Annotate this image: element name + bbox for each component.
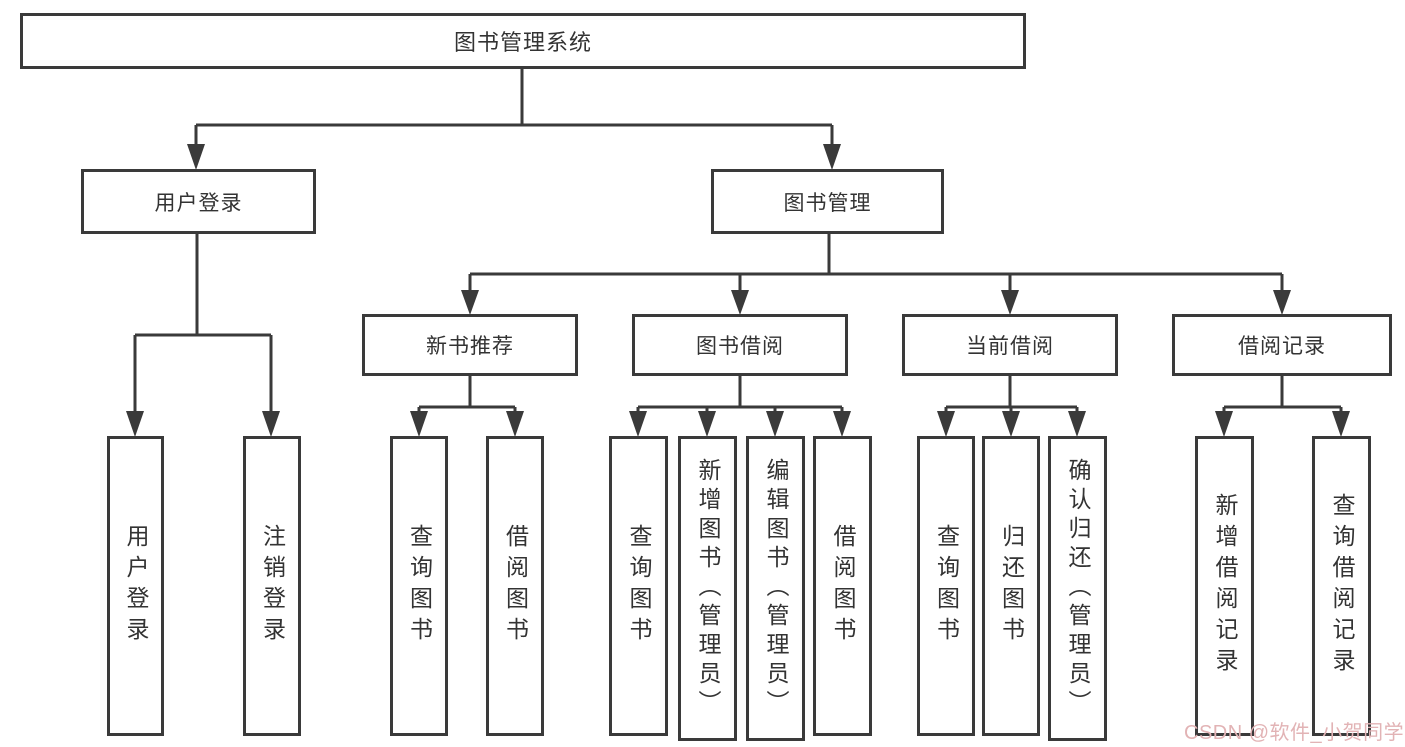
leaf-logout: 注销登录 <box>243 436 301 736</box>
node-root-library-system: 图书管理系统 <box>20 13 1026 69</box>
leaf-borrow-books: 借阅图书 <box>813 436 872 736</box>
leaf-query-borrow-record: 查询借阅记录 <box>1312 436 1371 736</box>
leaf-borrow-books: 借阅图书 <box>486 436 544 736</box>
node-book-management: 图书管理 <box>711 169 944 234</box>
leaf-confirm-return-admin: 确认归还（管理员） <box>1048 436 1107 741</box>
leaf-add-books-admin: 新增图书（管理员） <box>678 436 737 741</box>
node-user-login: 用户登录 <box>81 169 316 234</box>
leaf-query-books: 查询图书 <box>917 436 975 736</box>
leaf-user-login: 用户登录 <box>107 436 164 736</box>
node-new-book-recommend: 新书推荐 <box>362 314 578 376</box>
leaf-add-borrow-record: 新增借阅记录 <box>1195 436 1254 736</box>
leaf-edit-books-admin: 编辑图书（管理员） <box>746 436 805 741</box>
node-current-borrowing: 当前借阅 <box>902 314 1118 376</box>
node-book-borrowing: 图书借阅 <box>632 314 848 376</box>
leaf-query-books: 查询图书 <box>609 436 668 736</box>
leaf-return-books: 归还图书 <box>982 436 1040 736</box>
arrowhead-icons <box>126 144 1350 437</box>
node-borrowing-records: 借阅记录 <box>1172 314 1392 376</box>
leaf-query-books: 查询图书 <box>390 436 448 736</box>
